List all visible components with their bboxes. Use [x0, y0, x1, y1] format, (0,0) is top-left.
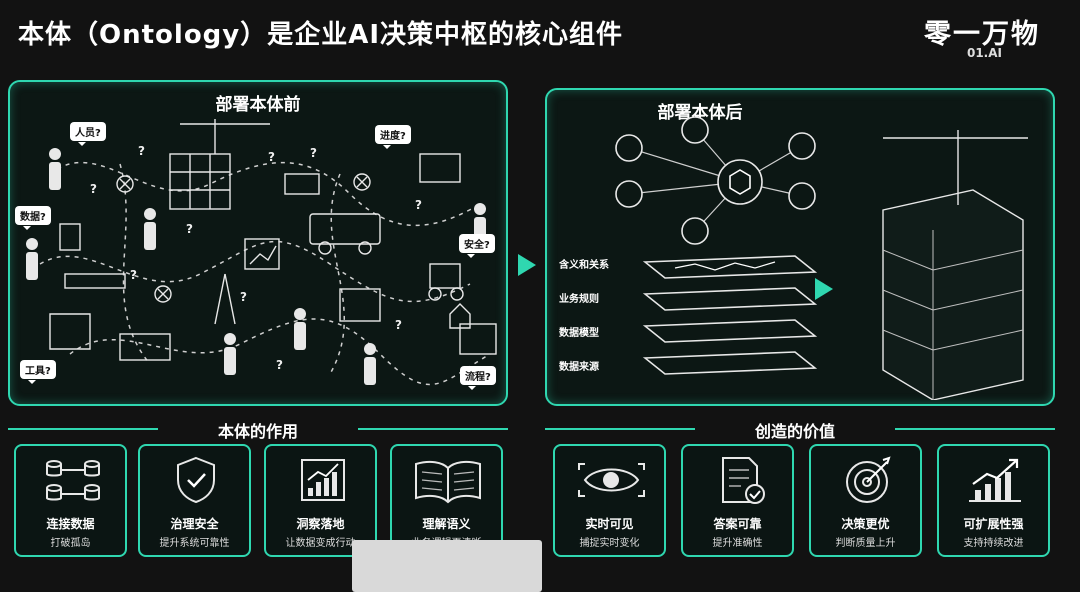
logo-text: 零一万物: [924, 19, 1040, 50]
role-divider: [8, 428, 158, 430]
question-mark: ?: [138, 144, 145, 158]
role-card-insight: 洞察落地 让数据变成行动: [264, 444, 377, 557]
layer-label-rules: 业务规则: [559, 294, 599, 305]
logo-subtext: 01.AI: [966, 46, 1002, 60]
after-panel: 部署本体后 含义和关系 业务规则 数据模型 数据来源: [545, 88, 1055, 406]
chaos-illustration: [26, 119, 497, 386]
growth-chart-icon: [969, 458, 1021, 502]
role-card-sublabel: 让数据变成行动: [285, 538, 356, 549]
arrow-right-icon: [518, 254, 536, 276]
layer-label-model: 数据模型: [559, 328, 599, 339]
question-mark: ?: [90, 182, 97, 196]
tag-process: 流程?: [460, 366, 496, 390]
foreground-object: [352, 540, 542, 592]
value-card-decision: 决策更优 判断质量上升: [809, 444, 922, 557]
role-card-label: 理解语义: [422, 517, 471, 531]
role-card-label: 治理安全: [170, 517, 219, 531]
value-card-sublabel: 提升准确性: [712, 538, 763, 549]
eye-icon: [578, 463, 645, 497]
chart-icon: [301, 459, 345, 501]
question-mark: ?: [415, 198, 422, 212]
layered-stack-illustration: [642, 255, 818, 375]
value-card-label: 可扩展性强: [963, 517, 1024, 531]
role-card-sublabel: 提升系统可靠性: [159, 538, 230, 549]
role-card-label: 连接数据: [46, 517, 95, 531]
question-mark: ?: [395, 318, 402, 332]
value-card-realtime: 实时可见 捕捉实时变化: [553, 444, 666, 557]
question-mark: ?: [240, 290, 247, 304]
database-network-icon: [46, 460, 100, 501]
tag-tools: 工具?: [20, 360, 56, 384]
question-mark: ?: [186, 222, 193, 236]
layer-label-sources: 数据来源: [559, 362, 599, 373]
before-panel-title: 部署本体前: [215, 95, 301, 115]
role-card-connect: 连接数据 打破孤岛: [14, 444, 127, 557]
tag-people: 人员?: [70, 122, 106, 146]
tag-progress: 进度?: [375, 125, 411, 149]
value-card-reliable: 答案可靠 提升准确性: [681, 444, 794, 557]
value-divider: [545, 428, 695, 430]
layer-label-meaning: 含义和关系: [559, 260, 609, 271]
value-card-sublabel: 捕捉实时变化: [579, 538, 640, 549]
tag-security: 安全?: [459, 234, 495, 258]
role-card-sublabel: 打破孤岛: [50, 538, 91, 549]
role-section-title: 本体的作用: [217, 422, 298, 441]
question-mark: ?: [276, 358, 283, 372]
value-card-scalable: 可扩展性强 支持持续改进: [937, 444, 1050, 557]
value-card-label: 答案可靠: [713, 517, 762, 531]
tag-data: 数据?: [15, 206, 51, 230]
completed-building-illustration: [882, 130, 1028, 400]
arrow-right-icon: [815, 278, 833, 300]
question-mark: ?: [310, 146, 317, 160]
value-card-sublabel: 判断质量上升: [835, 538, 896, 549]
role-card-label: 洞察落地: [296, 517, 345, 531]
value-card-label: 实时可见: [585, 517, 634, 531]
target-icon: [846, 456, 891, 503]
value-section-title: 创造的价值: [754, 422, 835, 441]
role-card-security: 治理安全 提升系统可靠性: [138, 444, 251, 557]
shield-check-icon: [177, 456, 215, 504]
book-icon: [415, 460, 481, 504]
page-title: 本体（Ontology）是企业AI决策中枢的核心组件: [18, 20, 624, 50]
value-card-label: 决策更优: [841, 517, 890, 531]
ontology-network-illustration: [615, 116, 816, 245]
role-divider: [358, 428, 508, 430]
after-panel-title: 部署本体后: [657, 103, 743, 123]
value-card-sublabel: 支持持续改进: [963, 538, 1024, 549]
question-mark: ?: [130, 268, 137, 282]
role-card-semantics: 理解语义 业务逻辑更清晰: [390, 444, 503, 557]
value-divider: [895, 428, 1055, 430]
document-check-icon: [722, 457, 765, 504]
question-mark: ?: [268, 150, 275, 164]
before-panel: 部署本体前: [8, 80, 508, 406]
